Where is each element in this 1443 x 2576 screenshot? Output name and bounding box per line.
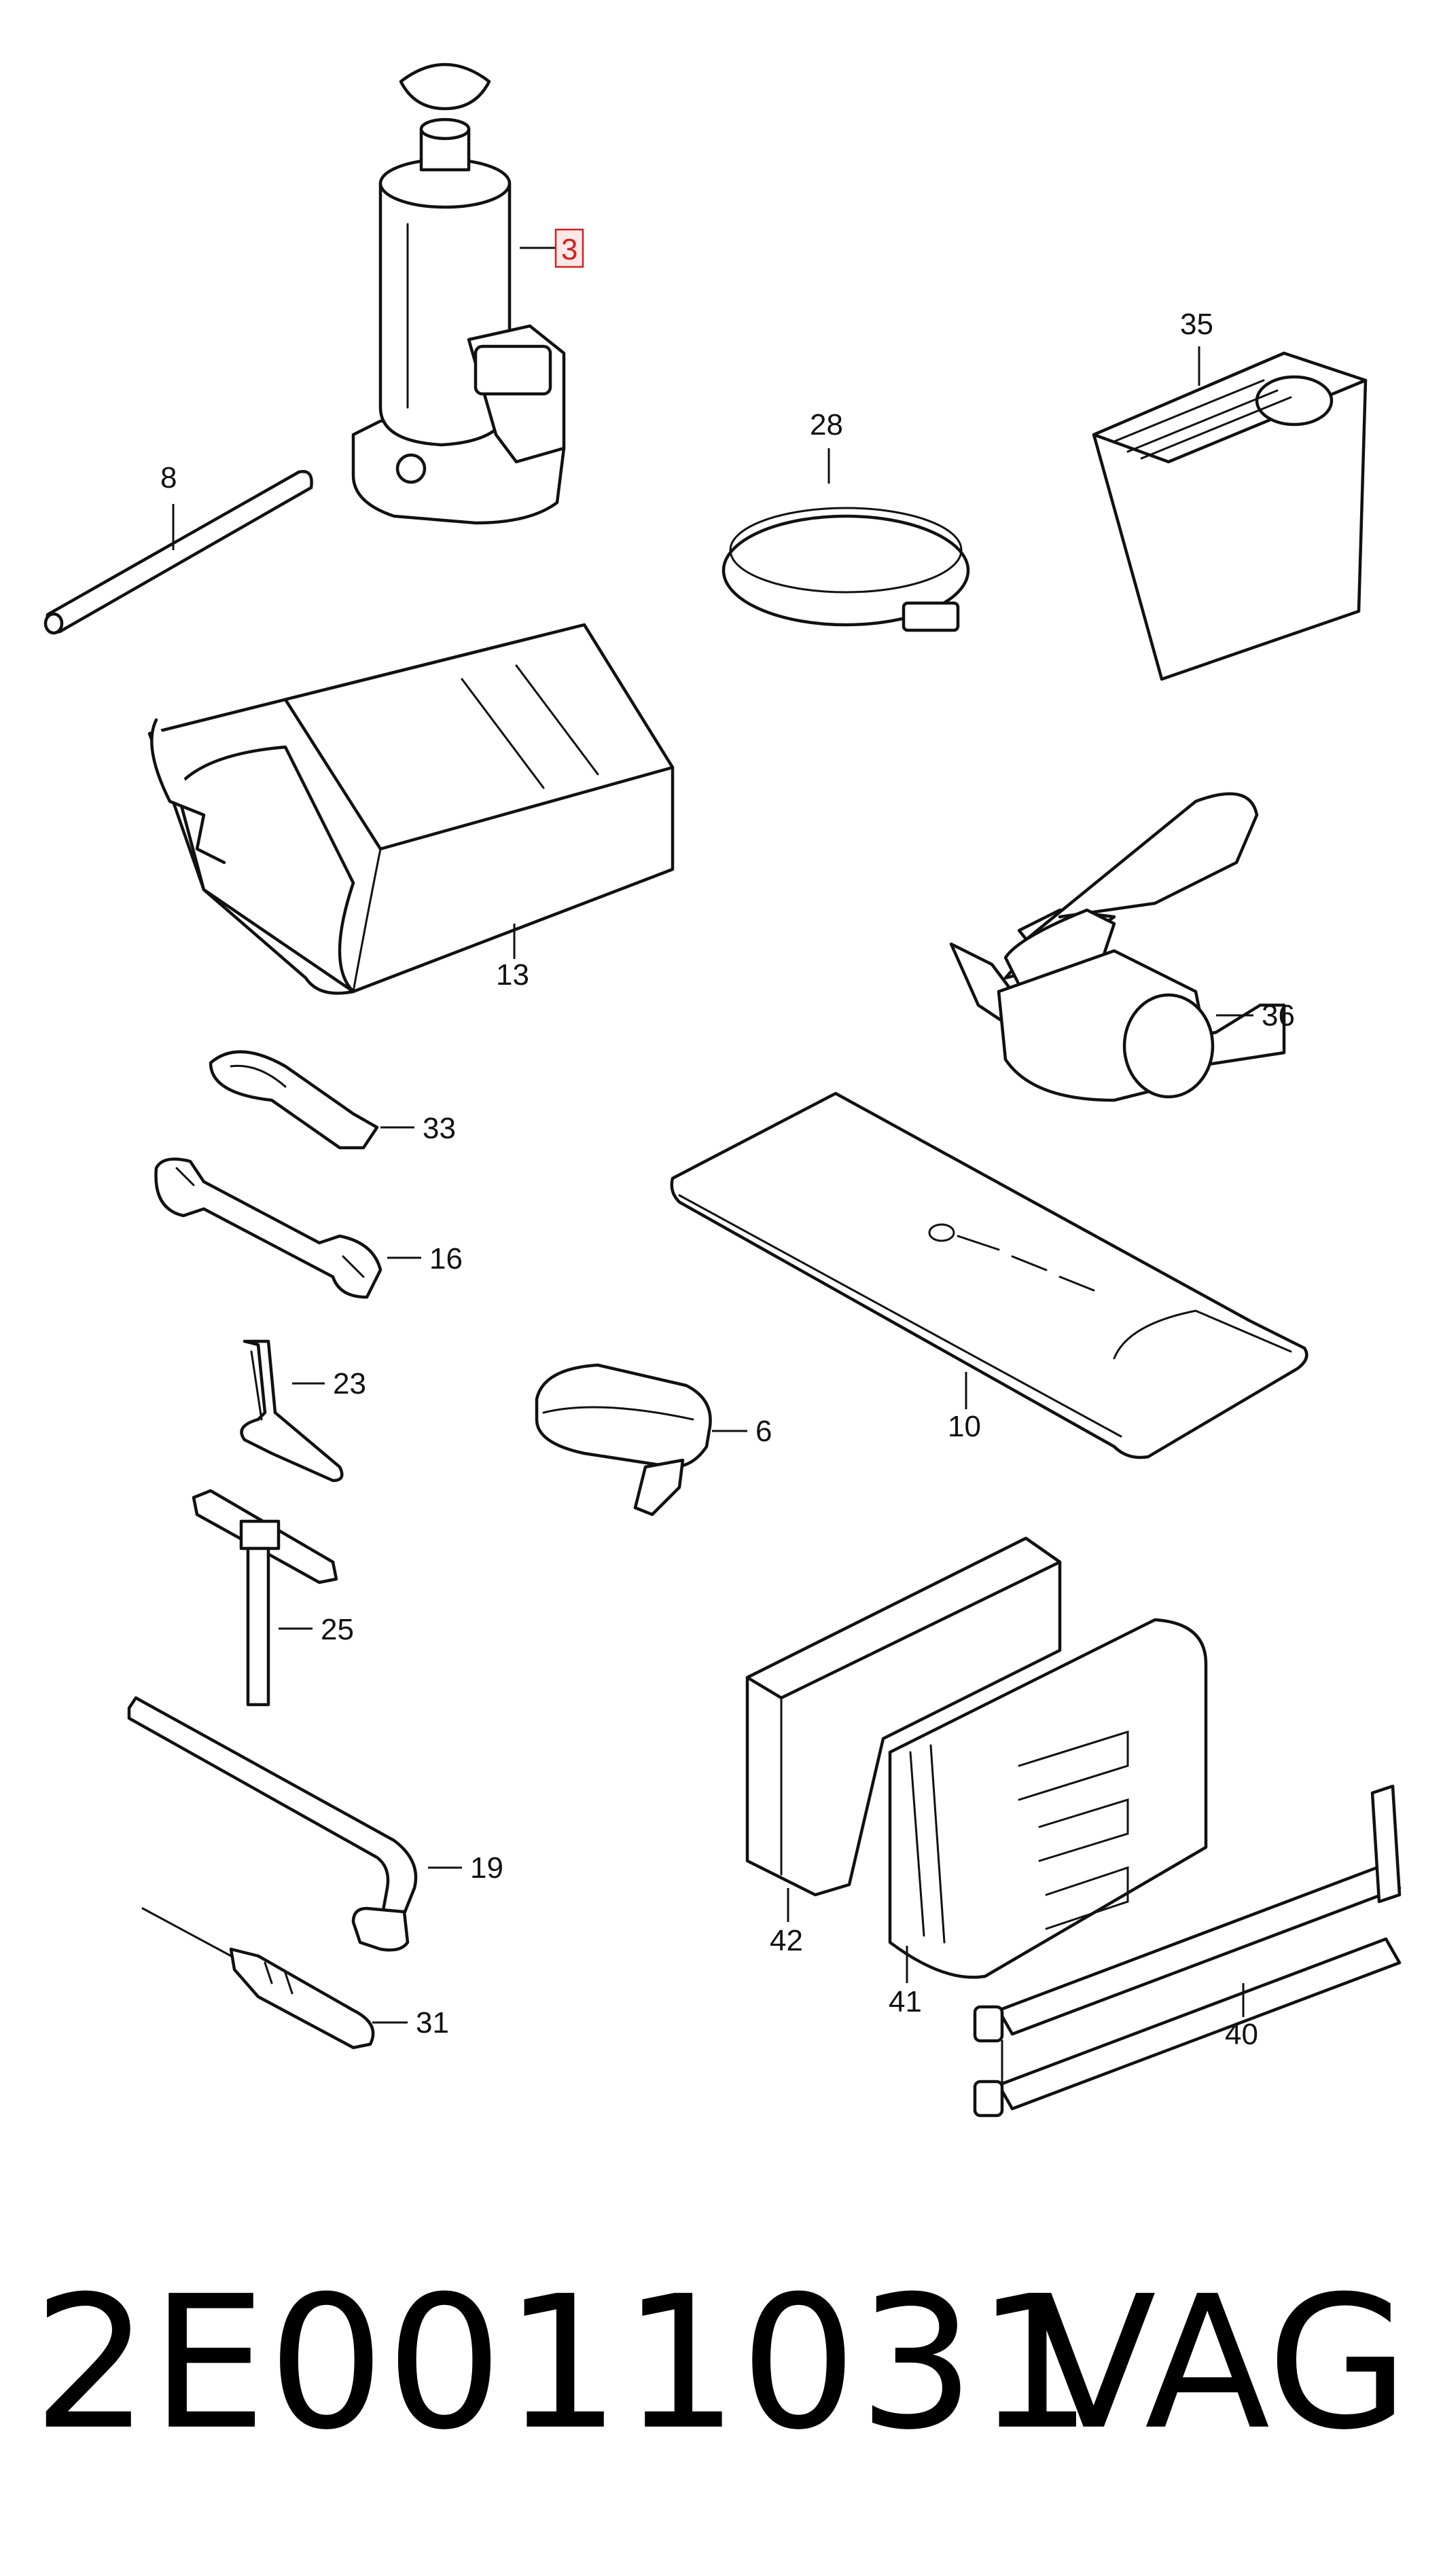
box-part-35: 35	[1092, 308, 1368, 681]
tray-part-13: 13	[147, 623, 675, 995]
brand-name: VAG	[1031, 2256, 1409, 2470]
callout-label-28: 28	[810, 408, 843, 441]
callout-label-36: 36	[1262, 999, 1295, 1032]
callout-3: 3	[520, 228, 584, 268]
callout-label-16: 16	[429, 1242, 463, 1275]
t-handle-part-25: 25	[192, 1489, 354, 1707]
box-part-42: 42	[745, 1536, 1062, 1957]
highlight-box	[554, 228, 584, 268]
callout-label-33: 33	[423, 1112, 456, 1145]
callout-label-25: 25	[321, 1613, 354, 1646]
rod-part-8: 8	[43, 461, 313, 635]
callout-label-42: 42	[770, 1924, 803, 1957]
callout-label-10: 10	[948, 1410, 981, 1443]
hook-part-23: 23	[240, 1339, 366, 1483]
pouch-part-10: 10	[670, 1091, 1308, 1459]
callout-label-41: 41	[889, 1985, 922, 2018]
jack-part-3	[351, 62, 566, 525]
callout-label-35: 35	[1180, 308, 1213, 341]
part-footer: 2E0011031 VAG	[0, 2262, 1443, 2465]
screwdriver-part-31: 31	[141, 1907, 449, 2050]
callout-label-3: 3	[561, 233, 577, 266]
callout-label-8: 8	[160, 461, 177, 494]
clamp-part-6: 6	[535, 1363, 772, 1517]
part-number: 2E0011031	[33, 2256, 1094, 2470]
case-part-41: 41	[888, 1618, 1208, 2018]
callout-label-31: 31	[416, 2006, 449, 2039]
callout-label-13: 13	[496, 958, 529, 992]
spanner-part-33: 33	[209, 1050, 456, 1150]
wrench-part-16: 16	[154, 1157, 463, 1299]
callout-label-40: 40	[1225, 2018, 1258, 2051]
pump-part-36: 36	[949, 792, 1295, 1102]
bracket-part-40: 40	[973, 1784, 1402, 2118]
callout-label-19: 19	[470, 1851, 503, 1885]
callout-label-23: 23	[333, 1367, 366, 1400]
l-wrench-part-19: 19	[127, 1696, 503, 1952]
strap-part-28: 28	[722, 408, 970, 632]
callout-label-6: 6	[755, 1415, 772, 1448]
